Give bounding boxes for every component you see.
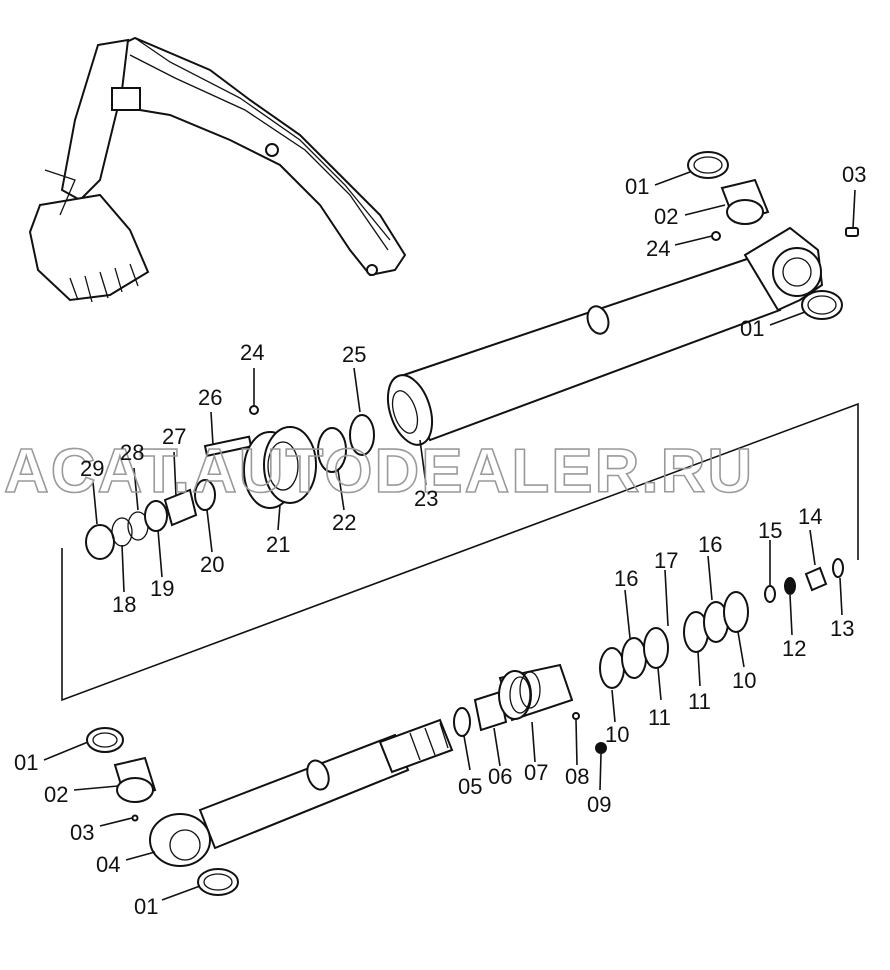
callout-22: 22 (332, 510, 356, 535)
piston-rod-assembly (149, 663, 607, 867)
callout-15: 15 (758, 518, 782, 543)
callout-11: 11 (648, 705, 671, 730)
callout-23: 23 (414, 486, 438, 511)
callout-26: 26 (198, 385, 222, 410)
cylinder-tube (386, 226, 824, 446)
callout-02: 02 (654, 204, 678, 229)
callout-03: 03 (70, 820, 94, 845)
callout-11: 11 (688, 689, 711, 714)
excavator-arm-illustration (28, 36, 407, 303)
rod-end-bushing-parts-top (687, 151, 859, 320)
rod-end-bushing-parts-bottom (86, 727, 239, 896)
callout-01: 01 (740, 316, 764, 341)
piston-seal-rings (599, 558, 844, 689)
callout-25: 25 (342, 342, 366, 367)
callout-05: 05 (458, 774, 482, 799)
callout-03: 03 (842, 162, 866, 187)
callout-29: 29 (80, 456, 104, 481)
callout-08: 08 (565, 764, 589, 789)
callout-18: 18 (112, 592, 136, 617)
callout-27: 27 (162, 424, 186, 449)
callout-28: 28 (120, 440, 144, 465)
callout-06: 06 (488, 764, 512, 789)
callout-02: 02 (44, 782, 68, 807)
callout-12: 12 (782, 636, 806, 661)
callout-10: 10 (605, 722, 629, 747)
callout-01: 01 (134, 894, 158, 919)
watermark-text: ACAT.AUTODEALER.RU (4, 437, 754, 506)
callout-24: 24 (240, 340, 264, 365)
callout-09: 09 (587, 792, 611, 817)
callout-19: 19 (150, 576, 174, 601)
callout-labels: 01 02 03 24 01 24 25 26 27 28 29 18 19 2… (14, 162, 866, 919)
callout-24: 24 (646, 236, 670, 261)
callout-21: 21 (266, 532, 290, 557)
callout-14: 14 (798, 504, 822, 529)
callout-10: 10 (732, 668, 756, 693)
callout-20: 20 (200, 552, 224, 577)
callout-04: 04 (96, 852, 120, 877)
callout-13: 13 (830, 616, 854, 641)
callout-01: 01 (625, 174, 649, 199)
callout-16: 16 (614, 566, 638, 591)
leader-lines (43, 171, 856, 901)
callout-07: 07 (524, 760, 548, 785)
callout-17: 17 (654, 548, 678, 573)
group-bracket-line (61, 402, 859, 702)
cylinder-head-parts (85, 405, 375, 560)
callout-01: 01 (14, 750, 38, 775)
callout-16: 16 (698, 532, 722, 557)
